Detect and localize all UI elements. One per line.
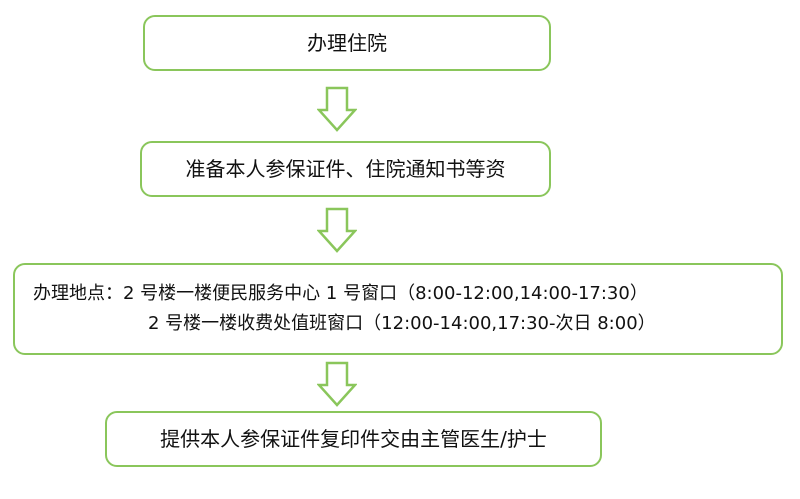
step-4-text: 提供本人参保证件复印件交由主管医生/护士 [160,427,547,451]
step-1-text: 办理住院 [307,31,387,55]
down-arrow-icon [317,207,357,253]
step-box-1: 办理住院 [143,15,551,71]
down-arrow-icon [317,361,357,407]
down-arrow-icon [317,86,357,132]
step-box-3: 办理地点：2 号楼一楼便民服务中心 1 号窗口（8:00-12:00,14:00… [13,263,783,355]
step-3-location-line-1: 办理地点：2 号楼一楼便民服务中心 1 号窗口（8:00-12:00,14:00… [33,283,648,305]
step-box-2: 准备本人参保证件、住院通知书等资 [140,141,551,197]
step-3-location-line-2: 2 号楼一楼收费处值班窗口（12:00-14:00,17:30-次日 8:00） [148,313,656,334]
step-2-text: 准备本人参保证件、住院通知书等资 [185,157,506,181]
step-box-4: 提供本人参保证件复印件交由主管医生/护士 [105,411,602,467]
